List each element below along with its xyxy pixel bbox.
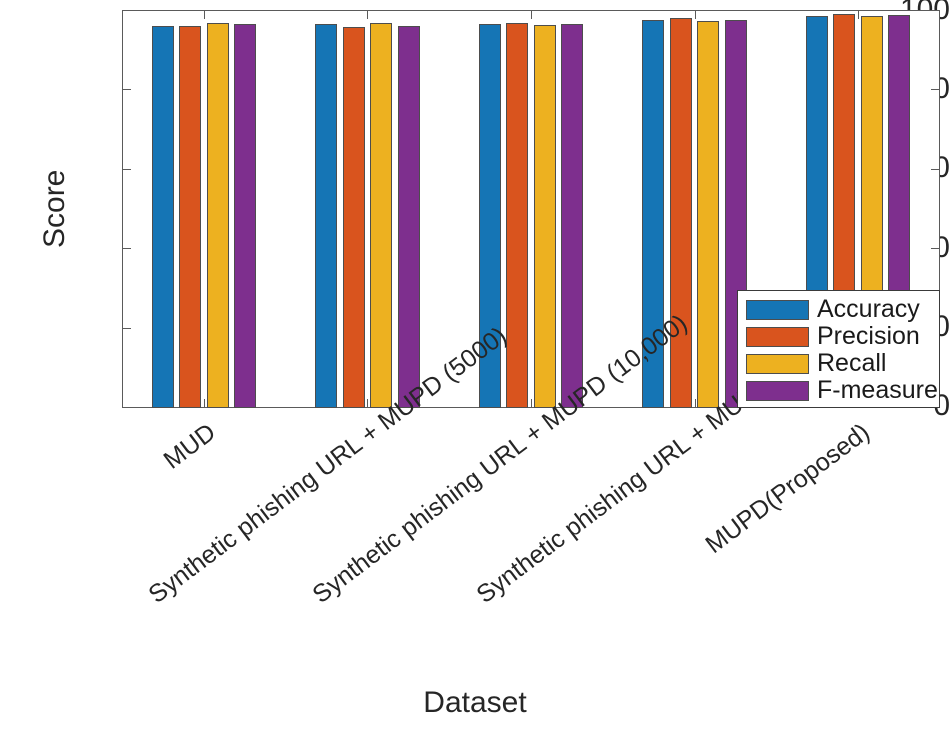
x-tick-top: [531, 10, 532, 19]
legend-swatch-accuracy: [746, 299, 809, 320]
y-tick-60: [122, 169, 131, 170]
legend-label-recall: Recall: [817, 349, 887, 377]
x-axis-title: Dataset: [423, 686, 527, 719]
legend-item-f-measure[interactable]: F-measure: [738, 377, 939, 404]
legend-label-precision: Precision: [817, 322, 920, 350]
y-tick-right-40: [931, 248, 940, 249]
legend-label-accuracy: Accuracy: [817, 295, 920, 323]
legend-swatch-recall: [746, 353, 809, 374]
legend-item-recall[interactable]: Recall: [738, 350, 939, 377]
legend-swatch-precision: [746, 326, 809, 347]
legend-item-accuracy[interactable]: Accuracy: [738, 296, 939, 323]
legend-swatch-f-measure: [746, 380, 809, 401]
x-tick-top: [367, 10, 369, 19]
x-tick-bottom: [531, 399, 532, 408]
x-tick-bottom: [367, 399, 369, 408]
y-tick-40: [122, 248, 131, 249]
legend-item-precision[interactable]: Precision: [738, 323, 939, 350]
x-tick-bottom: [203, 399, 205, 408]
y-tick-right-80: [931, 89, 940, 90]
y-tick-20: [122, 328, 131, 329]
legend-label-f-measure: F-measure: [817, 376, 938, 404]
x-tick-top: [694, 10, 696, 19]
x-tick-bottom: [694, 399, 696, 408]
x-tick-top: [203, 10, 205, 19]
y-tick-80: [122, 89, 131, 90]
x-tick-top: [858, 10, 860, 19]
y-tick-right-60: [931, 169, 940, 170]
y-axis-title: Score: [38, 169, 71, 248]
legend: Accuracy Precision Recall F-measure: [737, 290, 940, 408]
